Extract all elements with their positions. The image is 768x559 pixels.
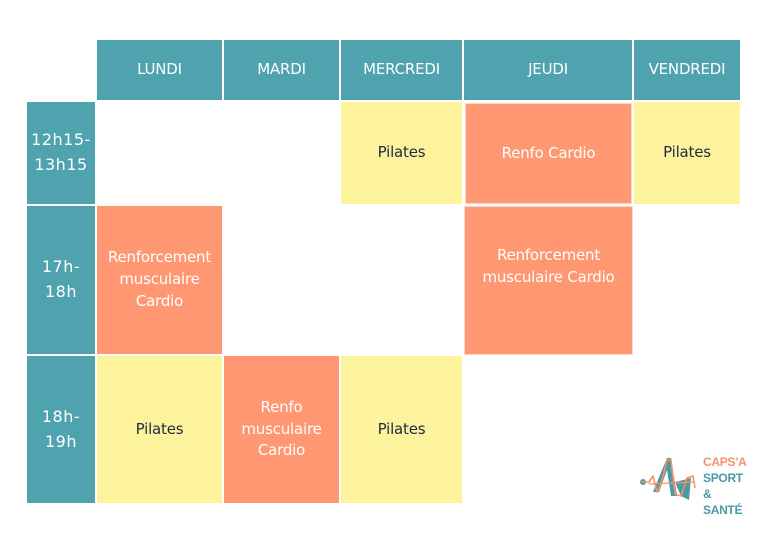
session-mercredi-18: Pilates <box>341 356 462 503</box>
logo-line-sante: SANTÉ <box>703 503 743 517</box>
header-label: MARDI <box>257 60 306 79</box>
session-label: Pilates <box>377 143 426 162</box>
header-vendredi: VENDREDI <box>634 40 740 100</box>
session-lundi-17: Renforcement musculaire Cardio <box>97 206 222 354</box>
time-slot-1215: 12h15- 13h15 <box>27 102 95 204</box>
logo-text: CAPS’A SPORT & SANTÉ <box>703 454 747 518</box>
session-lundi-18: Pilates <box>97 356 222 503</box>
session-jeudi-17: Renforcement musculaire Cardio <box>464 206 633 355</box>
logo-line-caps: CAPS’A <box>703 455 747 469</box>
header-label: VENDREDI <box>648 60 726 79</box>
header-label: MERCREDI <box>363 60 440 79</box>
session-label: Renfo Cardio <box>501 143 596 162</box>
session-mercredi-1215: Pilates <box>341 102 462 204</box>
caps-a-logo: CAPS’A SPORT & SANTÉ <box>637 452 747 517</box>
session-vendredi-1215: Pilates <box>634 102 740 204</box>
session-mardi-18: Renfo musculaire Cardio <box>224 356 339 503</box>
header-lundi: LUNDI <box>97 40 222 100</box>
session-label: Renforcement musculaire Cardio <box>107 248 212 310</box>
time-label: 12h15- 13h15 <box>31 130 91 174</box>
header-mercredi: MERCREDI <box>341 40 462 100</box>
session-label: Renfo musculaire Cardio <box>241 397 322 460</box>
session-label: Pilates <box>135 419 184 438</box>
time-slot-18: 18h- 19h <box>27 356 95 503</box>
time-slot-17: 17h- 18h <box>27 206 95 354</box>
session-label: Pilates <box>377 419 426 438</box>
logo-line-sport: SPORT & <box>703 471 743 501</box>
session-label: Renforcement musculaire Cardio <box>482 245 615 286</box>
time-label: 17h- 18h <box>41 257 81 301</box>
time-label: 18h- 19h <box>41 406 81 451</box>
header-label: LUNDI <box>137 60 182 79</box>
session-jeudi-1215: Renfo Cardio <box>465 103 632 204</box>
session-label: Pilates <box>663 143 711 162</box>
header-label: JEUDI <box>528 60 568 79</box>
header-mardi: MARDI <box>224 40 339 100</box>
header-jeudi: JEUDI <box>464 40 632 100</box>
caps-a-wave-icon <box>640 458 696 500</box>
